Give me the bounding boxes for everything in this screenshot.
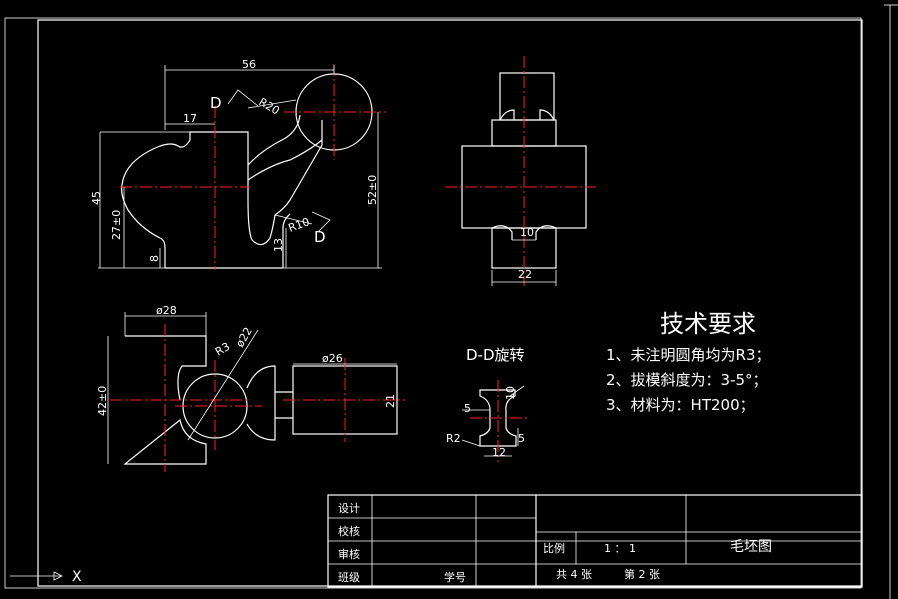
- tech-title: 技术要求: [660, 310, 756, 338]
- title-scale-label: 比例: [543, 541, 565, 555]
- title-block: 设计 校核 审核 班级 学号 比例 1 ： 1 毛坯图 共 4 张 第 2 张: [327, 494, 863, 588]
- dim-42: 42±0: [96, 386, 109, 416]
- title-scale-value: 1 ： 1: [604, 542, 636, 555]
- dim-phi26: ø26: [322, 352, 343, 365]
- tech-item-3: 3、材料为：HT200；: [606, 396, 755, 414]
- drawing-frame: [4, 4, 898, 599]
- dim-r20: R20: [257, 95, 282, 117]
- dim-45: 45: [90, 191, 103, 205]
- ucs-x-label: X: [72, 569, 82, 585]
- title-review: 审核: [338, 547, 360, 561]
- title-class: 班级: [338, 571, 360, 584]
- top-view: [107, 312, 405, 472]
- tech-requirements: 技术要求 1、未注明圆角均为R3； 2、拔模斜度为：3-5°； 3、材料为：HT…: [606, 310, 771, 414]
- dim-8: 8: [148, 255, 161, 262]
- dim-52: 52±0: [366, 175, 379, 205]
- front-view-labels: 56 17 45 27±0 8 13 52±0 R20 R10 D D: [90, 58, 379, 262]
- dim-10: 10: [520, 226, 534, 239]
- side-view-labels: 10 22: [518, 226, 534, 281]
- dim-17: 17: [183, 112, 197, 125]
- dim-s2: R2: [446, 432, 461, 445]
- dim-27: 27±0: [110, 210, 123, 240]
- dim-22: 22: [518, 268, 532, 281]
- tech-item-1: 1、未注明圆角均为R3；: [606, 346, 771, 364]
- section-d-d-labels: D-D旋转 5 5 R2 12 10: [446, 346, 525, 459]
- section-label: D-D旋转: [466, 346, 525, 364]
- dim-21: 21: [384, 394, 397, 408]
- dim-13: 13: [272, 238, 285, 252]
- dim-56: 56: [242, 58, 256, 71]
- tech-item-2: 2、拔模斜度为：3-5°；: [606, 371, 768, 389]
- dim-phi22: ø22: [233, 325, 255, 349]
- dim-s5b: 5: [518, 432, 525, 445]
- dim-s5a: 5: [464, 402, 471, 415]
- title-student-no: 学号: [444, 570, 466, 584]
- title-sheets: 共 4 张: [556, 568, 592, 581]
- dim-s12: 12: [492, 446, 506, 459]
- dim-phi28: ø28: [156, 304, 177, 317]
- title-drawing-name: 毛坯图: [730, 539, 772, 555]
- section-mark-d-bottom: D: [314, 228, 326, 246]
- section-d-d: [461, 380, 528, 462]
- title-sheet-no: 第 2 张: [624, 567, 660, 581]
- dim-s10: 10: [504, 386, 517, 400]
- dim-r3: R3: [213, 340, 232, 359]
- dim-r10: R10: [287, 215, 312, 235]
- title-design: 设计: [338, 502, 360, 515]
- front-view: [98, 64, 386, 270]
- side-view: [445, 56, 596, 286]
- title-check: 校核: [338, 524, 360, 538]
- section-mark-d-top: D: [210, 94, 222, 112]
- ucs-icon: X: [10, 569, 82, 585]
